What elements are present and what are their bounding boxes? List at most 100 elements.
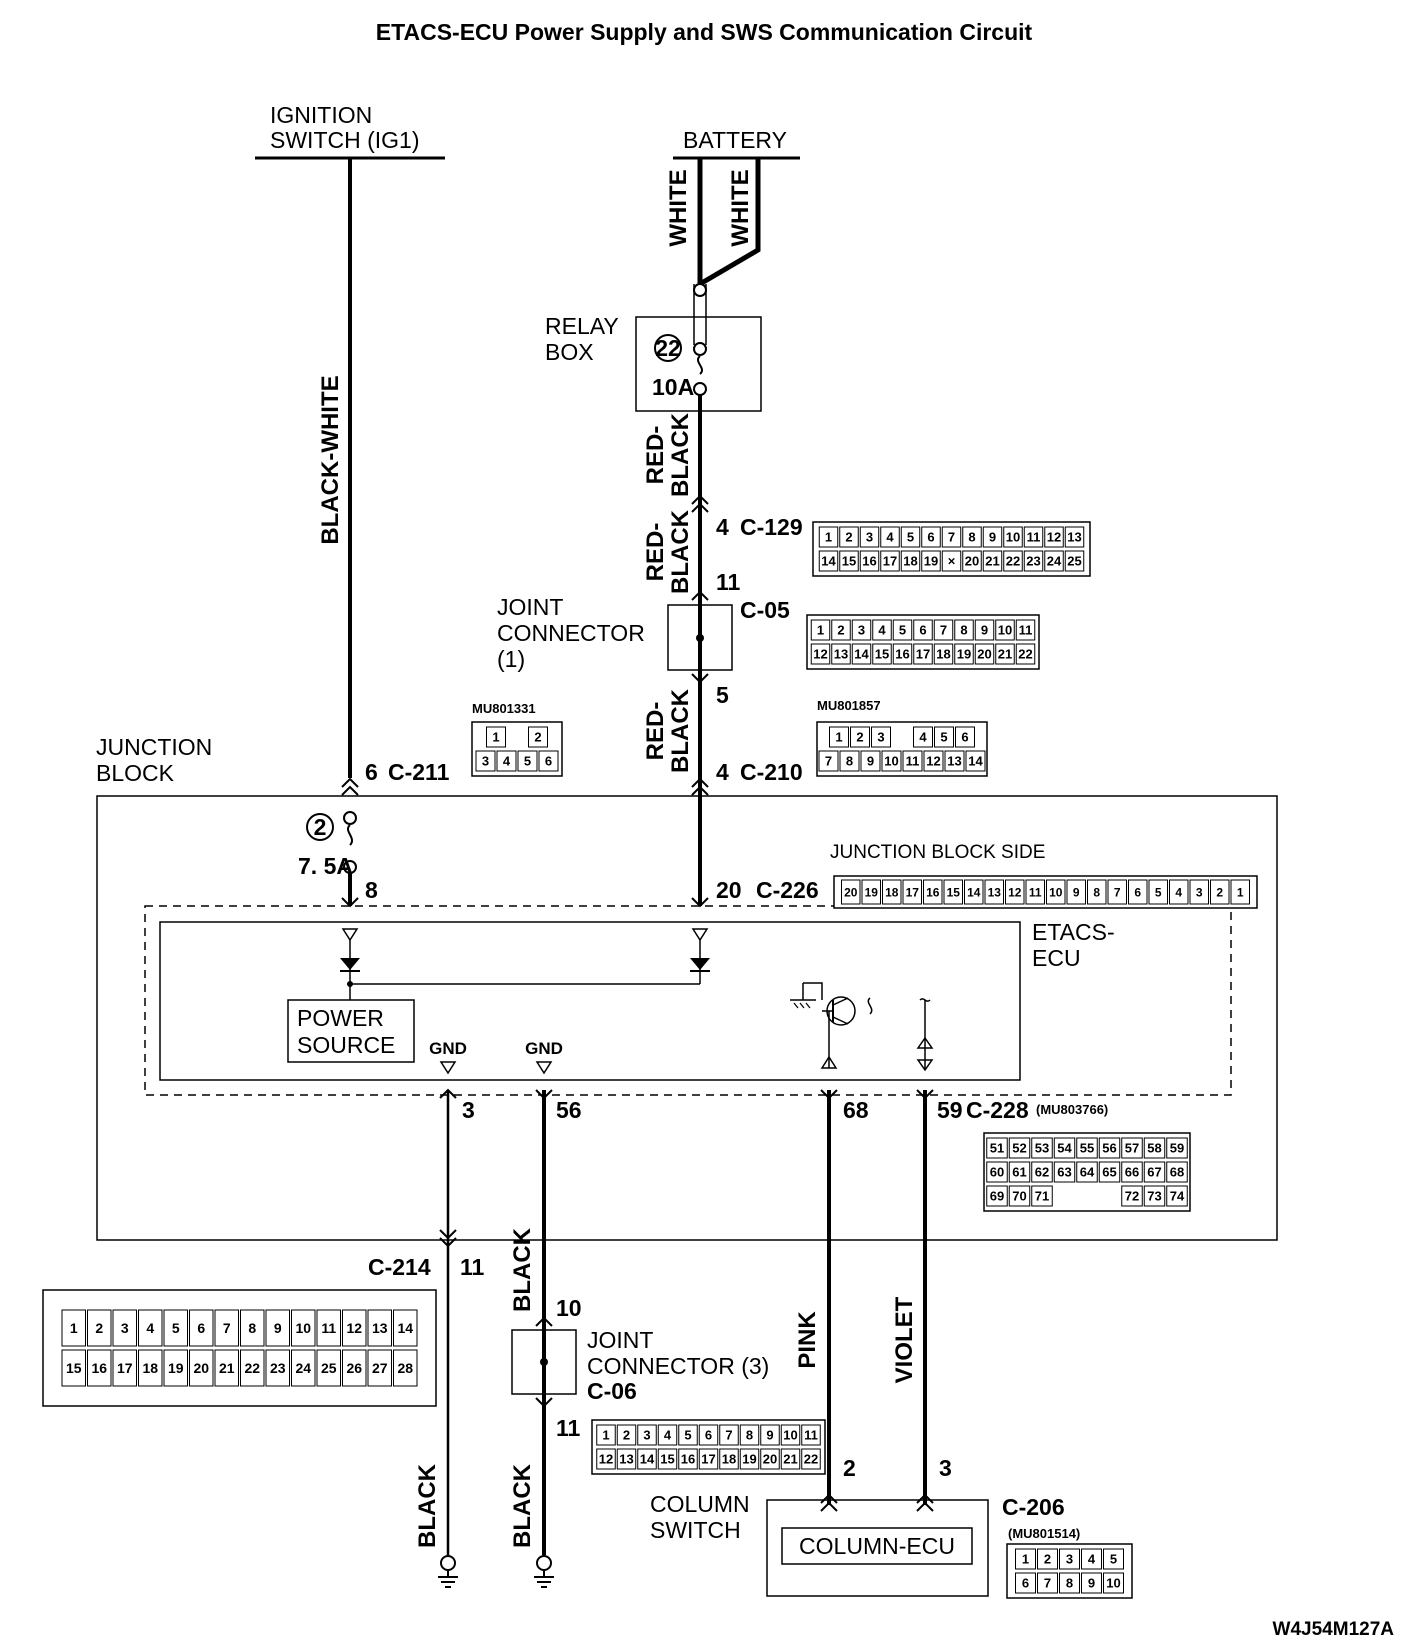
svg-text:20: 20 — [763, 1452, 777, 1467]
connector-pin: 18 — [138, 1349, 163, 1387]
connector-pin: 14 — [965, 750, 986, 772]
connector-pin: 16 — [892, 643, 913, 665]
c214-marks: C-214 11 — [368, 1229, 485, 1280]
svg-text:9: 9 — [981, 623, 988, 638]
svg-text:11: 11 — [906, 754, 920, 769]
connector-pin: 1 — [829, 726, 849, 748]
svg-text:24: 24 — [295, 1360, 311, 1376]
connector-pin: 11 — [1023, 526, 1044, 548]
svg-text:6: 6 — [961, 730, 968, 745]
svg-text:5: 5 — [907, 530, 914, 545]
svg-text:9: 9 — [274, 1320, 282, 1336]
connector-pin: 8 — [954, 619, 974, 641]
connector-pin: 63 — [1053, 1161, 1076, 1183]
connector-pin: 6 — [955, 726, 975, 748]
jb-pin-8: 8 — [365, 877, 378, 903]
connector-pin: 61 — [1008, 1161, 1031, 1183]
svg-text:5: 5 — [899, 623, 906, 638]
joint1-pin-in: 11 — [716, 569, 741, 595]
connector-pin: 1 — [596, 1424, 616, 1446]
gnd3-wire-color: BLACK — [414, 1463, 441, 1548]
svg-text:5: 5 — [940, 730, 947, 745]
connector-pin: 21 — [982, 550, 1003, 572]
connector-pin: 2 — [528, 726, 548, 748]
svg-text:16: 16 — [862, 554, 876, 569]
svg-text:69: 69 — [990, 1189, 1004, 1204]
svg-text:20: 20 — [965, 554, 979, 569]
svg-text:62: 62 — [1035, 1165, 1049, 1180]
svg-text:10: 10 — [998, 623, 1012, 638]
svg-text:19: 19 — [865, 885, 879, 899]
svg-text:1: 1 — [70, 1320, 78, 1336]
svg-text:14: 14 — [968, 754, 983, 769]
connector-pin: 68 — [1166, 1161, 1188, 1183]
svg-text:74: 74 — [1170, 1189, 1185, 1204]
connector-pin: 20 — [841, 879, 861, 905]
connector-pin: 9 — [265, 1309, 290, 1347]
connector-pin: 16 — [678, 1448, 698, 1470]
connector-pin: 5 — [163, 1309, 188, 1347]
svg-text:4: 4 — [919, 730, 927, 745]
svg-text:4: 4 — [146, 1320, 154, 1336]
connector-pin: 6 — [1015, 1572, 1036, 1594]
c210-part-label: MU801857 — [817, 698, 881, 713]
connector-pin: 7 — [1107, 879, 1127, 905]
connector-pin: 2 — [1210, 879, 1230, 905]
svg-text:4: 4 — [1175, 885, 1182, 899]
connector-pin: 14 — [964, 879, 984, 905]
connector-pin: 3 — [1189, 879, 1209, 905]
svg-text:18: 18 — [722, 1452, 736, 1467]
svg-text:58: 58 — [1147, 1141, 1161, 1156]
svg-text:9: 9 — [867, 754, 874, 769]
connector-pin: 27 — [367, 1349, 392, 1387]
svg-text:3: 3 — [643, 1428, 650, 1443]
joint1-label-line3: (1) — [497, 646, 525, 672]
junction-block: JUNCTION BLOCK 6 C-211 4 C-210 2 7. 5A 8… — [96, 734, 1278, 1241]
connector-pin: 71 — [1031, 1185, 1053, 1207]
connector-pin: 26 — [342, 1349, 367, 1387]
connector-pin: 5 — [678, 1424, 698, 1446]
connector-pin: 7 — [933, 619, 954, 641]
joint3-pin-out: 11 — [556, 1415, 581, 1441]
svg-text:6: 6 — [705, 1428, 712, 1443]
joint-connector-3: 10 11 JOINT CONNECTOR (3) C-06 — [511, 1295, 769, 1441]
svg-text:22: 22 — [1006, 554, 1020, 569]
joint3-label-line1: JOINT — [587, 1327, 653, 1353]
connector-pin: 3 — [475, 750, 496, 772]
c129-pin: 4 — [716, 514, 729, 540]
svg-text:25: 25 — [1067, 554, 1081, 569]
svg-text:×: × — [948, 554, 956, 569]
connector-pin: 12 — [596, 1448, 616, 1470]
connector-pin: 23 — [265, 1349, 290, 1387]
connector-pin: 3 — [851, 619, 872, 641]
connector-pin: 24 — [1044, 550, 1064, 572]
connector-pin: 72 — [1121, 1185, 1143, 1207]
connector-pin: 70 — [1008, 1185, 1031, 1207]
svg-text:4: 4 — [886, 530, 894, 545]
relay-fuse-rating: 10A — [652, 374, 694, 400]
svg-text:23: 23 — [270, 1360, 286, 1376]
battery-label: BATTERY — [683, 127, 787, 153]
connector-pin: 11 — [1025, 879, 1045, 905]
violet-wire-color: VIOLET — [891, 1296, 918, 1383]
svg-text:22: 22 — [1018, 647, 1032, 662]
svg-text:2: 2 — [1216, 885, 1223, 899]
svg-text:27: 27 — [372, 1360, 388, 1376]
svg-text:25: 25 — [321, 1360, 337, 1376]
connector-pin: 8 — [240, 1309, 265, 1347]
svg-text:5: 5 — [172, 1320, 180, 1336]
svg-text:7: 7 — [725, 1428, 732, 1443]
c226-id: C-226 — [756, 877, 819, 903]
connector-pin: 13 — [944, 750, 965, 772]
joint1-label-line2: CONNECTOR — [497, 620, 645, 646]
connector-pin: 8 — [739, 1424, 760, 1446]
c05-out-wire-color-1: RED- — [642, 702, 669, 761]
svg-text:9: 9 — [766, 1428, 773, 1443]
svg-text:10: 10 — [1106, 1576, 1120, 1591]
svg-text:52: 52 — [1012, 1141, 1026, 1156]
svg-text:6: 6 — [1022, 1576, 1029, 1591]
connector-pin: 73 — [1143, 1185, 1166, 1207]
connector-pin: 21 — [780, 1448, 801, 1470]
